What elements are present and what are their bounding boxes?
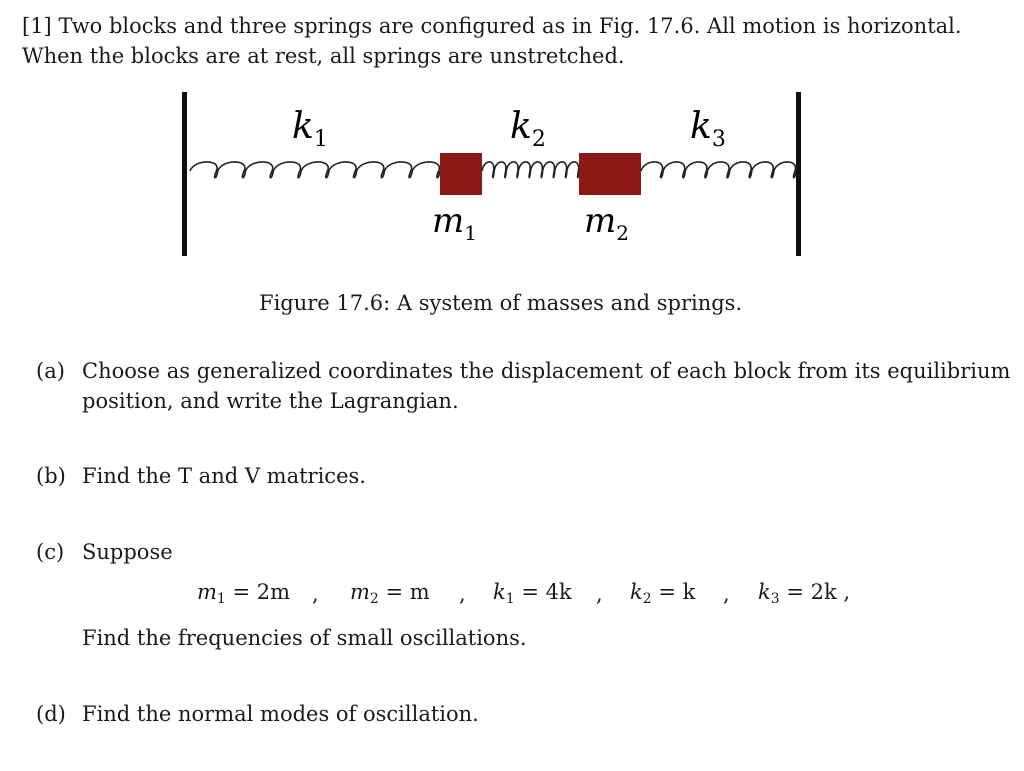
part-a-line1: Choose as generalized coordinates the di…	[82, 359, 1011, 383]
eq-m2: m2 = m	[350, 580, 430, 607]
part-a-label: (a)	[36, 359, 65, 383]
figure-caption: Figure 17.6: A system of masses and spri…	[259, 291, 743, 315]
part-c-label: (c)	[36, 540, 65, 564]
part-c-text: Suppose	[82, 540, 173, 564]
problem-intro-text: Two blocks and three springs are configu…	[58, 14, 962, 38]
eq-k2: k2 = k	[630, 580, 696, 607]
block-m2	[579, 153, 641, 195]
label-m1: m1	[432, 201, 477, 245]
eq-sep-3: ,	[596, 582, 603, 606]
spring-k3	[640, 161, 797, 179]
label-k3: k3	[690, 106, 726, 152]
eq-k2-value: = k	[658, 580, 696, 604]
left-wall	[182, 92, 187, 256]
spring-k1	[189, 161, 441, 179]
part-d-label: (d)	[36, 702, 66, 726]
block-m1	[440, 153, 482, 195]
mass-spring-figure: k1 k2 k3 m1 m2	[182, 92, 801, 256]
problem-number: [1]	[22, 14, 52, 38]
part-c-followup: Find the frequencies of small oscillatio…	[82, 626, 527, 650]
part-b-label: (b)	[36, 464, 66, 488]
spring-k2	[481, 161, 580, 179]
part-b-text: Find the T and V matrices.	[82, 464, 366, 488]
eq-k3-value: = 2k ,	[786, 580, 851, 604]
eq-sep-2: ,	[459, 582, 466, 606]
eq-m2-value: = m	[385, 580, 430, 604]
right-wall	[796, 92, 801, 256]
eq-m1: m1 = 2m	[197, 580, 291, 607]
eq-sep-1: ,	[312, 582, 319, 606]
label-m2: m2	[584, 201, 629, 245]
eq-k1: k1 = 4k	[493, 580, 572, 607]
eq-k1-value: = 4k	[521, 580, 572, 604]
eq-m1-value: = 2m	[232, 580, 291, 604]
eq-k3: k3 = 2k ,	[758, 580, 851, 607]
label-k1: k1	[292, 106, 328, 152]
eq-sep-4: ,	[723, 582, 730, 606]
problem-intro-line1: [1] Two blocks and three springs are con…	[22, 14, 962, 38]
label-k2: k2	[510, 106, 546, 152]
problem-intro-line2: When the blocks are at rest, all springs…	[22, 44, 625, 68]
part-a-line2: position, and write the Lagrangian.	[82, 389, 459, 413]
part-d-text: Find the normal modes of oscillation.	[82, 702, 479, 726]
